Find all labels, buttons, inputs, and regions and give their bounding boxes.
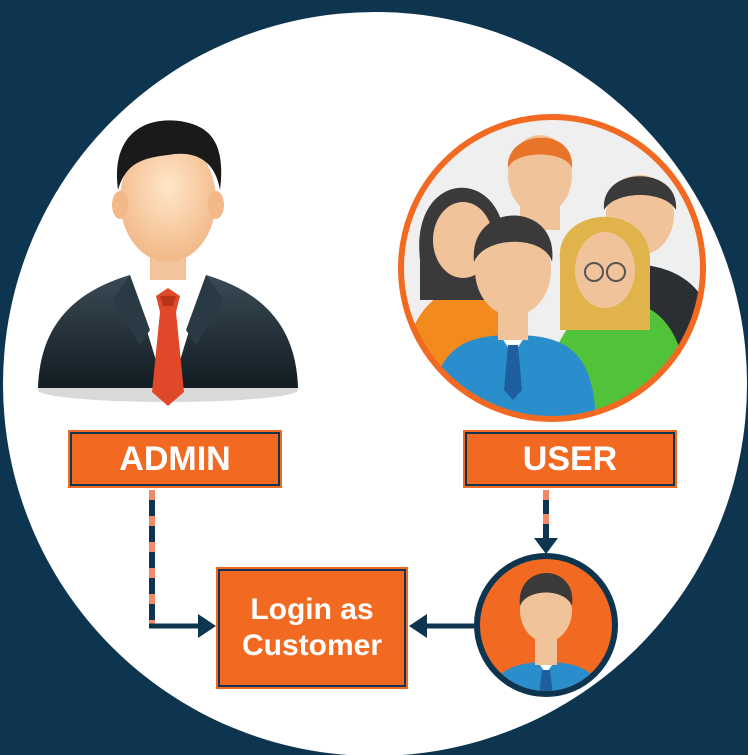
arrow-left-icon — [409, 614, 427, 638]
login-line-1: Login as — [250, 593, 374, 626]
arrow-right-icon — [198, 614, 216, 638]
login-line-2: Customer — [241, 629, 383, 662]
customer-avatar-icon — [474, 553, 618, 697]
admin-label: ADMIN — [70, 432, 280, 486]
arrow-down-icon — [534, 538, 558, 554]
login-as-customer-box: Login as Customer — [218, 569, 406, 687]
user-label: USER — [465, 432, 675, 486]
admin-connector — [149, 490, 200, 629]
admin-businessman-icon — [38, 120, 298, 406]
